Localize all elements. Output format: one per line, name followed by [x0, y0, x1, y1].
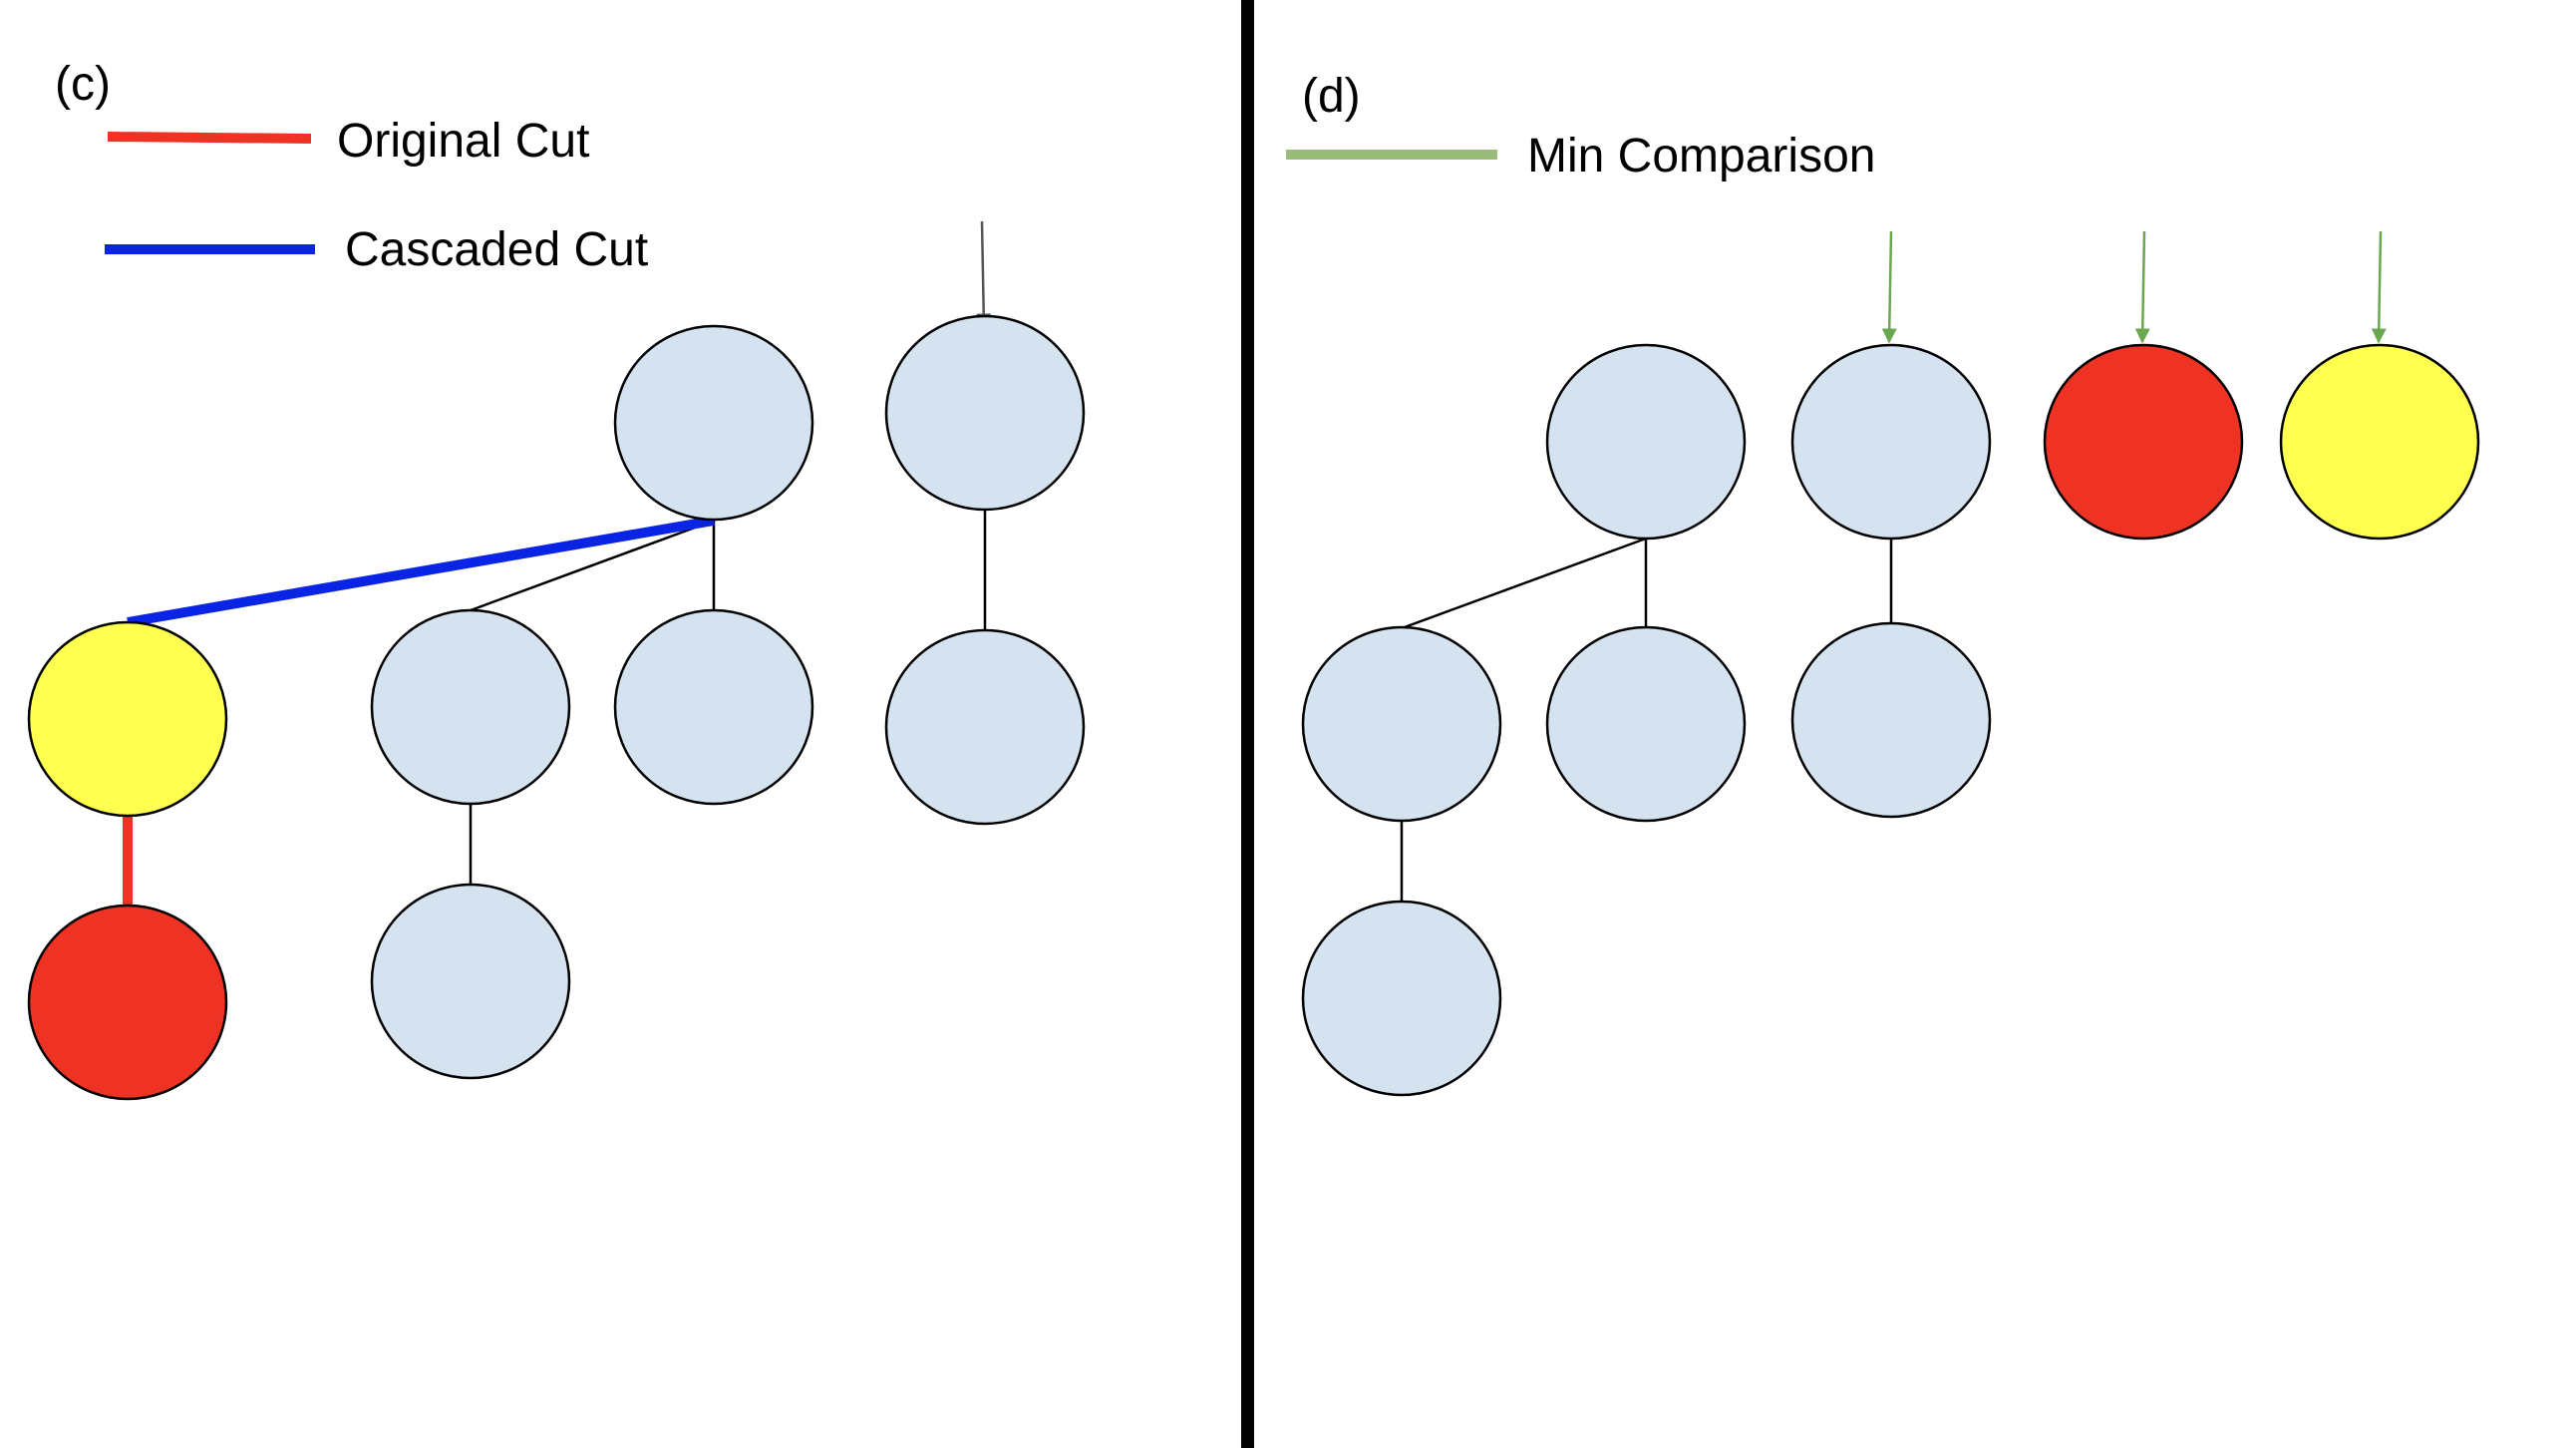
panel-d-label: (d): [1302, 70, 1361, 123]
red-node: [27, 904, 228, 1101]
panel-c-label: (c): [55, 58, 111, 111]
panel-divider: [1241, 0, 1254, 1448]
yellow-node: [27, 620, 228, 818]
tree-node: [1790, 343, 1992, 541]
min-comparison-arrow: [2134, 230, 2150, 344]
cascaded-cut-line: [127, 516, 715, 627]
tree-node: [370, 608, 571, 806]
tree-node: [1301, 625, 1502, 823]
legend-cascaded-cut-label: Cascaded Cut: [345, 223, 648, 276]
tree-node: [1545, 343, 1747, 541]
yellow-node: [2279, 343, 2480, 541]
red-node: [2043, 343, 2244, 541]
tree-edge: [470, 519, 715, 612]
legend-original-cut-label: Original Cut: [337, 115, 589, 168]
tree-node: [613, 608, 814, 806]
panel-c: (c) Original Cut Cascaded Cut: [27, 58, 1086, 1101]
tree-edge: [1401, 537, 1647, 630]
legend-original-cut-swatch: [107, 132, 312, 144]
min-pointer-arrow: [976, 220, 992, 329]
tree-node: [613, 324, 814, 522]
legend-min-comparison-label: Min Comparison: [1527, 130, 1875, 182]
min-comparison-arrow: [1881, 230, 1897, 344]
tree-node: [884, 314, 1086, 512]
tree-node: [884, 628, 1086, 826]
tree-node: [1301, 900, 1502, 1097]
tree-node: [370, 883, 571, 1080]
panel-d: (d) Min Comparison: [1286, 70, 2480, 1097]
tree-node: [1790, 621, 1992, 819]
min-comparison-arrow: [2371, 230, 2387, 344]
tree-node: [1545, 625, 1747, 823]
